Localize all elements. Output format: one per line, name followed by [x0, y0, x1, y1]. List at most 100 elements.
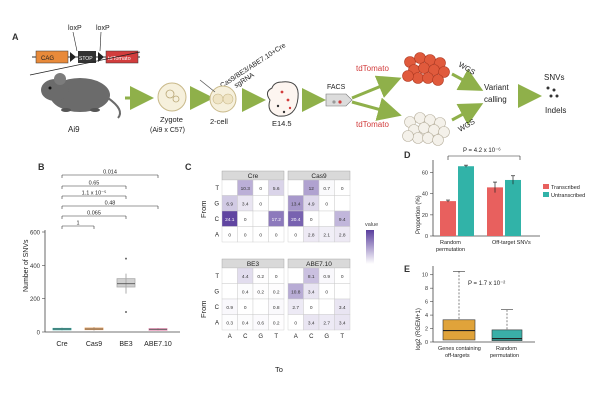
c-col-label-2-3: T — [274, 334, 278, 340]
panel-d-ylabel: Proportion (%) — [416, 195, 422, 234]
wgs-label-top: WGS — [457, 60, 477, 77]
cag-promoter-box — [35, 50, 69, 64]
panel-d-xlabel-2: Off-target SNVs — [492, 240, 531, 246]
c-value-1-2-0: 20.4 — [291, 217, 301, 223]
white-cell-5 — [418, 122, 430, 134]
c-title-3: ABE7.10 — [306, 261, 332, 268]
facs-illustration: FACS — [325, 84, 353, 107]
loxp-label-1: loxP — [68, 25, 82, 32]
stop-box — [78, 51, 96, 63]
colorbar-label: value — [365, 222, 378, 228]
d-bar-0-1 — [487, 187, 503, 236]
loxp-triangle-1 — [70, 52, 76, 62]
panel-d: D P = 4.2 x 10⁻⁶ Proportion (%) 0204060 … — [404, 147, 585, 253]
b-ytick-label-3: 600 — [30, 231, 41, 237]
c-value-2-3-2: 0.6 — [257, 320, 264, 326]
b-outlier-1 — [125, 257, 127, 260]
ai9-label: Ai9 — [68, 125, 80, 134]
e-box-1 — [491, 329, 523, 341]
red-cell-7 — [438, 66, 450, 78]
facs-label: FACS — [327, 84, 346, 91]
b-ytick-label-1: 200 — [30, 297, 41, 303]
white-cell-10 — [432, 134, 444, 146]
c-value-3-3-0: 0 — [294, 320, 297, 326]
c-value-1-3-1: 2.8 — [308, 232, 315, 238]
red-cell-8 — [412, 72, 424, 84]
b-ytick-label-2: 400 — [30, 264, 41, 270]
c-cell-0-1-3 — [268, 195, 285, 212]
red-cell-9 — [422, 72, 434, 84]
white-cell-1 — [414, 112, 426, 124]
tdtomato-negative-label: tdTomato — [356, 120, 389, 129]
panel-e-pvalue: P = 1.7 x 10⁻² — [468, 281, 505, 287]
c-value-0-2-0: 24.1 — [225, 217, 235, 223]
c-value-1-1-2: 0 — [325, 201, 328, 207]
panel-d-xlabel-1b: permutation — [436, 247, 465, 253]
c-value-2-0-2: 0.2 — [257, 274, 264, 280]
c-title-0: Cre — [248, 173, 259, 180]
panel-e-ylabel: log2 (RGEM+1) — [416, 308, 422, 350]
c-cell-1-3-3 — [334, 226, 351, 243]
c-row-label-0-2: C — [215, 217, 220, 223]
c-value-1-0-1: 12 — [309, 186, 315, 192]
c-value-3-1-2: 0 — [325, 289, 328, 295]
c-row-label-2-2: C — [215, 305, 220, 311]
reporter-cassette: CAG STOP tdTomato — [29, 50, 141, 76]
c-cell-1-1-3 — [334, 195, 351, 212]
c-value-3-0-3: 0 — [341, 274, 344, 280]
c-value-0-3-2: 0 — [259, 232, 262, 238]
c-cell-0-2-2 — [252, 210, 269, 227]
c-value-3-2-1: 0 — [310, 305, 313, 311]
c-value-1-1-0: 13.4 — [291, 201, 301, 207]
arrow-facs-to-negative — [351, 97, 402, 121]
c-value-3-1-0: 10.8 — [291, 289, 301, 295]
red-cell-11 — [402, 70, 414, 82]
c-col-label-3-3: T — [340, 334, 344, 340]
c-value-1-0-3: 0 — [341, 186, 344, 192]
c-cell-3-0-0 — [287, 267, 304, 284]
c-value-0-0-1: 10.3 — [241, 186, 251, 192]
c-value-2-0-3: 0 — [275, 274, 278, 280]
white-cell-9 — [422, 132, 434, 144]
tdtomato-negative-cells — [402, 112, 450, 146]
panel-d-pvalue: P = 4.2 x 10⁻⁶ — [463, 147, 501, 154]
c-col-label-2-2: G — [258, 334, 263, 340]
b-pvalue-0: 0.014 — [103, 170, 117, 176]
panel-e-xlabel-2a: Random — [496, 346, 517, 352]
c-cell-2-0-0 — [221, 267, 238, 284]
b-pvalue-4: 0.065 — [87, 211, 101, 217]
b-pvalue-1: 0.65 — [89, 181, 100, 187]
c-title-1: Cas9 — [311, 173, 327, 180]
e-ytick-label-1: 2 — [425, 327, 428, 333]
d-bar-0-0 — [440, 201, 456, 236]
c-value-2-2-3: 0.8 — [273, 305, 280, 311]
two-cell-illustration — [199, 79, 237, 113]
embryo-illustration — [266, 81, 299, 117]
c-value-3-2-0: 2.7 — [292, 305, 299, 311]
c-value-1-3-3: 2.8 — [339, 232, 346, 238]
legend-transcribed: Transcribed — [551, 185, 580, 191]
c-value-0-0-3: 5.6 — [273, 186, 280, 192]
panel-e-xlabel-1a: Genes containing — [438, 346, 481, 352]
b-pvalue-3: 0.48 — [105, 201, 116, 207]
stop-label: STOP — [79, 56, 93, 62]
d-bar-1-0 — [458, 166, 474, 236]
calling-label: calling — [484, 95, 507, 104]
c-cell-3-1-3 — [334, 283, 351, 300]
panel-d-legend: Transcribed Untranscribed — [543, 184, 585, 199]
c-row-label-2-0: T — [215, 274, 219, 280]
panel-d-label: D — [404, 150, 411, 160]
c-value-0-3-3: 0 — [275, 232, 278, 238]
c-col-label-3-1: C — [309, 334, 314, 340]
from-label-top: From — [199, 201, 208, 219]
c-value-2-3-1: 0.4 — [242, 320, 249, 326]
c-value-1-2-3: 9.4 — [339, 217, 346, 223]
arrow-wgs-negative — [451, 103, 484, 126]
legend-swatch-transcribed — [543, 184, 549, 189]
white-cell-11 — [402, 130, 414, 142]
c-value-0-1-2: 0 — [259, 201, 262, 207]
panel-e-xlabel-2b: permutation — [490, 353, 519, 359]
